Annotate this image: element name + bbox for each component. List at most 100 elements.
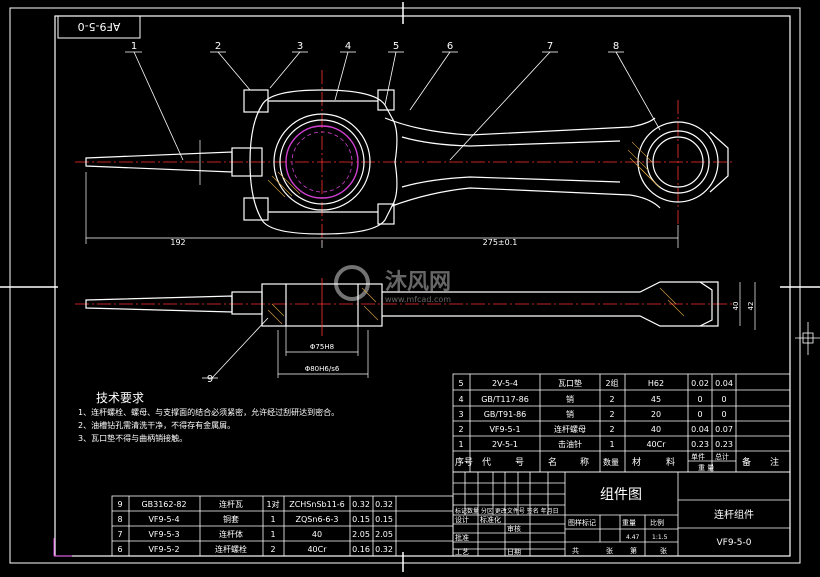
balloon-1: 1 xyxy=(131,41,137,52)
hdr-remark: 备 xyxy=(742,456,751,468)
parts-lower-cell: 8 xyxy=(117,515,122,524)
parts-lower-cell: 1 xyxy=(270,530,275,539)
title-scale-value: 1:1.5 xyxy=(652,534,668,541)
tech-req-title: 技术要求 xyxy=(96,391,144,405)
hdr-qty: 数量 xyxy=(603,457,619,467)
parts-upper-cell: 40 xyxy=(651,425,661,434)
title-drawing-no: VF9-5-0 xyxy=(716,538,751,548)
balloon-5: 5 xyxy=(393,41,399,52)
parts-upper-cell: 0.02 xyxy=(691,379,709,388)
title-weight-value: 4.47 xyxy=(626,534,640,541)
hdr-name2: 称 xyxy=(580,456,589,468)
title-sheet-unit: 张 xyxy=(660,546,667,555)
parts-lower-cell: 1 xyxy=(270,515,275,524)
parts-lower-cell: GB3162-82 xyxy=(141,500,186,509)
hdr-code2: 号 xyxy=(515,457,524,468)
title-scale-label: 比例 xyxy=(650,518,664,527)
parts-lower-cell: 0.16 xyxy=(352,545,370,554)
hdr-mat: 材 xyxy=(632,456,641,468)
title-date: 日期 xyxy=(507,548,521,556)
dim-small-end-height: 42 xyxy=(747,302,755,311)
parts-lower-cell: 铜套 xyxy=(223,514,239,524)
parts-upper-cell: 2 xyxy=(609,395,614,404)
parts-lower-cell: VF9-5-4 xyxy=(148,515,179,524)
balloon-9: 9 xyxy=(207,374,213,385)
balloon-7: 7 xyxy=(547,41,553,52)
title-sheet-no: 第 xyxy=(630,546,637,555)
parts-upper-cell: 0.07 xyxy=(715,425,733,434)
parts-upper-cell: 2V-5-4 xyxy=(492,379,518,388)
ucs-axis-icon xyxy=(53,538,72,557)
parts-upper-cell: 40Cr xyxy=(646,440,666,449)
parts-upper-cell: 0 xyxy=(721,410,726,419)
parts-upper-cell: 2组 xyxy=(605,378,618,388)
parts-lower-cell: 0.15 xyxy=(352,515,370,524)
title-block: 组件图 连杆组件 VF9-5-0 标记数量 分区 更改文件号 签名 年月日 设计… xyxy=(452,471,791,557)
tech-req-item-1: 1、连杆螺栓、螺母、与支撑面的结合必须紧密，允许经过刮研达到密合。 xyxy=(78,407,339,417)
parts-lower-cell: 连杆螺栓 xyxy=(215,544,247,554)
tech-requirements: 技术要求 1、连杆螺栓、螺母、与支撑面的结合必须紧密，允许经过刮研达到密合。 2… xyxy=(78,391,339,443)
parts-lower-cell: 7 xyxy=(117,530,122,539)
parts-lower-cell: 2.05 xyxy=(352,530,370,539)
parts-upper-cell: 0.04 xyxy=(691,425,709,434)
parts-lower-cell: VF9-5-2 xyxy=(148,545,179,554)
balloon-8: 8 xyxy=(613,41,619,52)
front-dimensions xyxy=(85,140,679,248)
watermark-url: www.mfcad.com xyxy=(385,295,451,304)
hdr-remark2: 注 xyxy=(770,456,779,468)
parts-lower-cell: 1对 xyxy=(266,499,279,509)
title-approve: 批准 xyxy=(455,533,469,542)
side-dimensions xyxy=(277,282,756,378)
title-sheets-total: 共 xyxy=(572,546,579,555)
title-standard: 标准化 xyxy=(480,515,501,524)
front-dimension-labels: 192 275±0.1 xyxy=(170,238,517,247)
rod-front-view xyxy=(75,70,735,242)
parts-upper-cell: 4 xyxy=(458,395,463,404)
parts-upper-cell: 0 xyxy=(697,410,702,419)
parts-upper-cell: 2 xyxy=(609,425,614,434)
balloon-4: 4 xyxy=(345,41,351,52)
title-weight-label: 重量 xyxy=(622,519,636,527)
parts-upper-header: 序号 代 号 名 称 数量 材 料 单件 总计 重 量 备 注 xyxy=(455,452,779,472)
title-rev-row: 标记数量 分区 更改文件号 签名 年月日 xyxy=(455,507,559,515)
parts-lower-cell: 2.05 xyxy=(375,530,393,539)
parts-lower-cell: ZQSn6-6-3 xyxy=(296,515,339,524)
parts-upper-cell: 销 xyxy=(566,394,574,404)
tech-req-item-2: 2、油槽钻孔需清洗干净，不得存有金属屑。 xyxy=(78,420,235,430)
title-drawing-type: 组件图 xyxy=(600,487,642,503)
hdr-mat2: 料 xyxy=(666,456,675,468)
parts-lower-cell: 0.32 xyxy=(375,545,393,554)
side-dimension-labels: Φ75H8 Φ80H6/s6 40 42 xyxy=(305,302,755,373)
parts-upper-cell: 0 xyxy=(697,395,702,404)
parts-upper-cell: 0.23 xyxy=(691,440,709,449)
parts-upper-cell: 5 xyxy=(458,379,463,388)
parts-lower-cell: 0.32 xyxy=(375,500,393,509)
title-part-name: 连杆组件 xyxy=(714,508,754,521)
parts-upper-cell: 击油针 xyxy=(558,439,582,449)
parts-upper-cell: 销 xyxy=(566,409,574,419)
parts-lower-cell: 连杆瓦 xyxy=(219,499,243,509)
parts-upper-cell: 3 xyxy=(458,410,463,419)
parts-upper-cell: 0 xyxy=(721,395,726,404)
parts-lower-cell: 9 xyxy=(117,500,122,509)
parts-upper-cell: 20 xyxy=(651,410,661,419)
hdr-unit-weight: 单件 xyxy=(691,452,705,461)
parts-lower-cell: 连杆体 xyxy=(219,529,243,539)
parts-upper-cell: 2V-5-1 xyxy=(492,440,518,449)
balloon-6: 6 xyxy=(447,41,453,52)
rod-side-view xyxy=(75,278,735,336)
parts-upper-cell: GB/T117-86 xyxy=(481,395,529,404)
drawing-code-box: AF9-5-0 xyxy=(57,15,141,39)
title-sheets-unit: 张 xyxy=(606,546,613,555)
hdr-name: 名 xyxy=(548,456,557,468)
dim-hub-width: 40 xyxy=(732,302,740,311)
title-stage-mark: 图样标记 xyxy=(568,518,596,527)
title-check: 审核 xyxy=(507,524,521,533)
hdr-weight: 重 量 xyxy=(698,464,714,472)
hdr-code: 代 xyxy=(482,457,491,468)
dim-length-left: 192 xyxy=(170,238,185,247)
parts-upper-cell: 2 xyxy=(609,410,614,419)
